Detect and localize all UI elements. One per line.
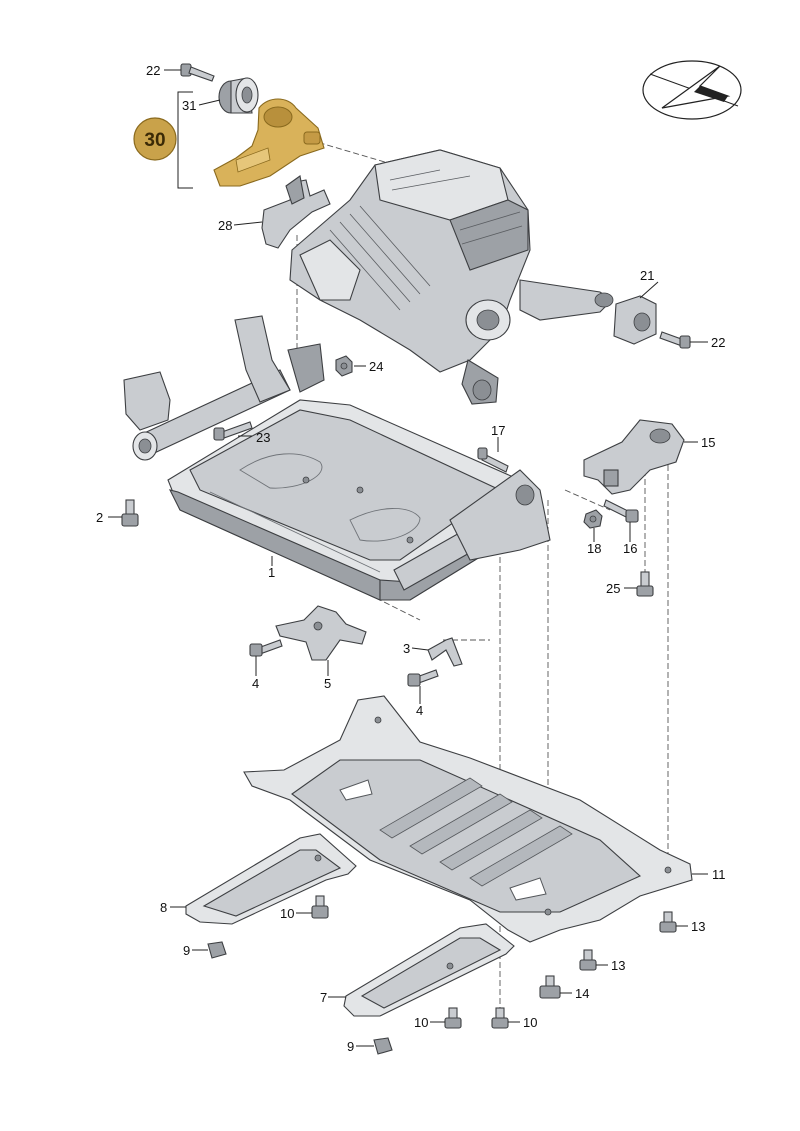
leader-lines — [108, 69, 708, 1047]
bracket-28 — [261, 175, 331, 249]
callout-23: 23 — [256, 430, 270, 445]
callout-30-bracket-line — [177, 91, 193, 189]
callout-10a: 10 — [280, 906, 294, 921]
clip-9-upper — [207, 941, 227, 959]
underbody-panel-11 — [243, 695, 693, 943]
callout-4b: 4 — [416, 703, 423, 718]
callout-4a: 4 — [252, 676, 259, 691]
callout-24: 24 — [369, 359, 383, 374]
bolt-22-top — [180, 63, 215, 82]
panel-ribs — [379, 777, 573, 887]
callout-11: 11 — [712, 867, 726, 882]
callout-30: 30 — [144, 130, 165, 151]
callout-25: 25 — [606, 581, 620, 596]
bolt-2 — [121, 499, 139, 527]
bolt-4-right — [407, 669, 439, 687]
bolt-17 — [477, 447, 509, 473]
skid-plate-7 — [343, 923, 515, 1017]
bolt-10-left — [311, 895, 329, 919]
direction-arrow-icon — [642, 60, 742, 120]
callout-13b: 13 — [611, 958, 625, 973]
callout-9a: 9 — [183, 943, 190, 958]
bushing-31 — [218, 77, 259, 114]
bolt-22-right — [659, 331, 691, 349]
callout-10c: 10 — [523, 1015, 537, 1030]
callout-9b: 9 — [347, 1039, 354, 1054]
bolt-10-right — [491, 1007, 509, 1029]
subframe-1 — [123, 315, 551, 601]
callout-2: 2 — [96, 510, 103, 525]
callout-15: 15 — [701, 435, 715, 450]
callout-7: 7 — [320, 990, 327, 1005]
bracket-5 — [275, 605, 367, 661]
callout-14: 14 — [575, 986, 589, 1001]
subframe-ribs — [209, 453, 421, 573]
callout-21: 21 — [640, 268, 654, 283]
callout-8: 8 — [160, 900, 167, 915]
callout-28: 28 — [218, 218, 232, 233]
nut-18 — [583, 509, 603, 529]
callout-16: 16 — [623, 541, 637, 556]
bolt-25 — [636, 571, 654, 597]
bolt-4-left — [249, 639, 283, 657]
callout-5: 5 — [324, 676, 331, 691]
mount-21 — [613, 295, 657, 345]
bracket-30-highlighted — [213, 98, 325, 187]
skid-plate-8 — [185, 833, 357, 925]
callout-22a: 22 — [146, 63, 160, 78]
callout-17: 17 — [491, 423, 505, 438]
callout-10b: 10 — [414, 1015, 428, 1030]
callout-labels: 22 31 28 21 22 24 23 2 17 15 18 16 25 1 … — [96, 63, 726, 1054]
callout-badge-30 — [133, 117, 177, 161]
callout-1: 1 — [268, 565, 275, 580]
bolt-13-right — [659, 911, 677, 933]
callout-22b: 22 — [711, 335, 725, 350]
bolt-16 — [603, 499, 639, 523]
callout-31: 31 — [182, 98, 196, 113]
mount-bracket-15 — [583, 419, 685, 495]
callout-3: 3 — [403, 641, 410, 656]
clip-9-lower — [373, 1037, 393, 1055]
motor-ribs — [329, 169, 523, 311]
electric-drive-unit — [289, 149, 614, 405]
bracket-3 — [427, 637, 463, 667]
bolt-23 — [213, 421, 253, 441]
bolt-13-center — [579, 949, 597, 971]
bolt-14 — [539, 975, 561, 999]
callout-18: 18 — [587, 541, 601, 556]
callout-13a: 13 — [691, 919, 705, 934]
nut-24 — [335, 355, 353, 377]
bolt-10-center — [444, 1007, 462, 1029]
